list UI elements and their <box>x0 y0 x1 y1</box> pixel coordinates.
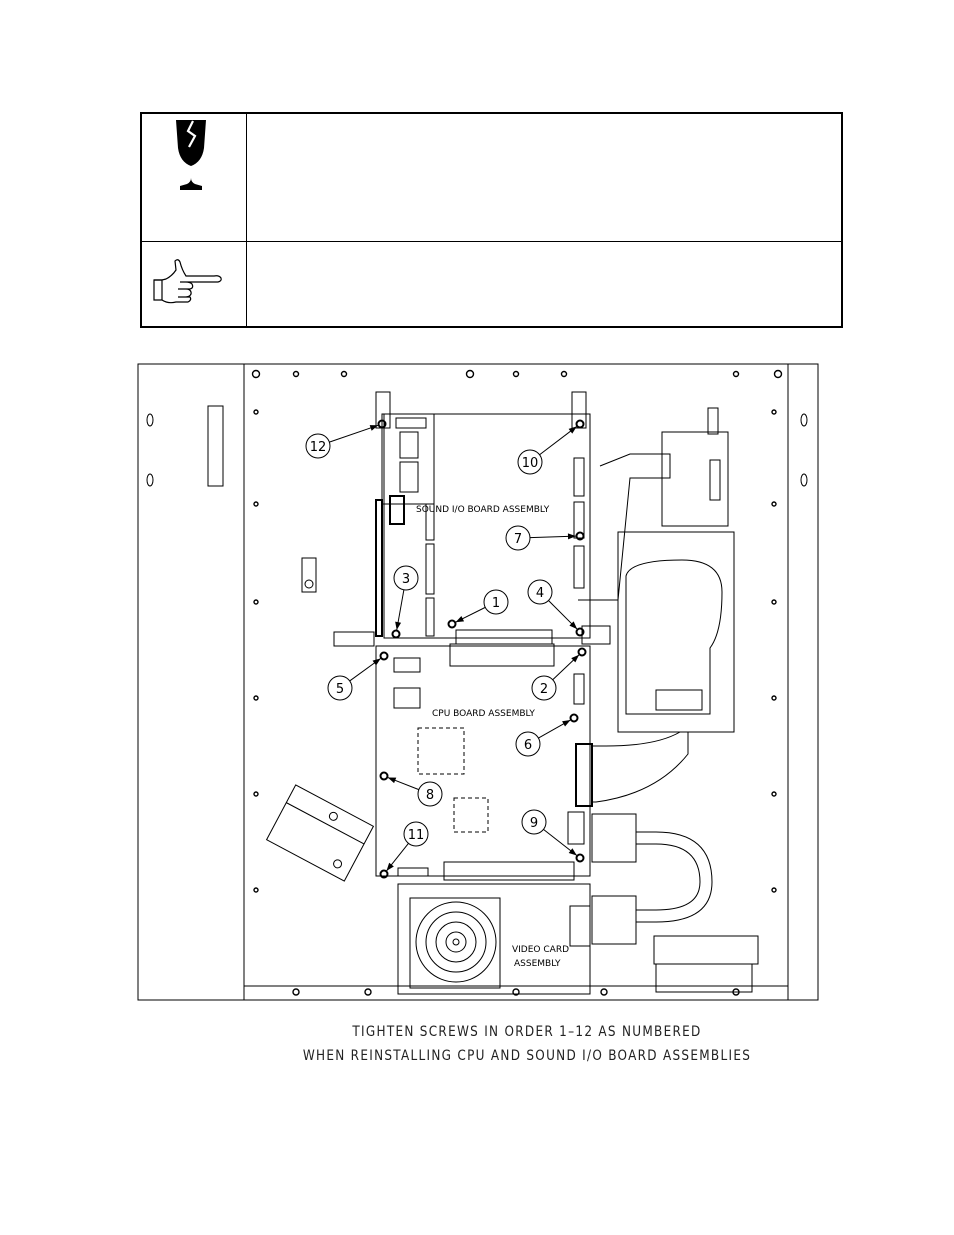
callout-bubble-6 <box>515 731 541 757</box>
screw-callout-3: 3 <box>391 565 419 639</box>
caution-icon-cell <box>142 114 247 241</box>
screw-callout-9: 9 <box>521 809 585 863</box>
callout-number-1: 1 <box>492 596 500 611</box>
caution-row <box>142 114 841 242</box>
pointing-hand-icon <box>153 259 222 304</box>
screw-9 <box>575 853 585 863</box>
callout-number-4: 4 <box>536 586 544 601</box>
caution-text <box>247 114 841 241</box>
sound-board-label: SOUND I/O BOARD ASSEMBLY <box>416 505 550 515</box>
screw-3 <box>391 629 401 639</box>
screw-callout-6: 6 <box>515 713 579 757</box>
left-bracket <box>265 784 375 882</box>
screw-callout-11: 11 <box>379 821 429 879</box>
screw-callout-10: 10 <box>517 419 585 475</box>
callout-bubble-1 <box>483 589 509 615</box>
screw-11 <box>379 869 389 879</box>
screw-7 <box>575 531 585 541</box>
video-card-label-2: ASSEMBLY <box>514 959 561 969</box>
drive-assembly <box>575 407 735 807</box>
note-icon-cell <box>142 242 247 326</box>
callout-bubble-2 <box>531 675 557 701</box>
callout-bubble-7 <box>505 525 531 551</box>
screw-1 <box>447 619 457 629</box>
screw-callout-4: 4 <box>527 579 585 637</box>
callout-number-9: 9 <box>530 816 538 831</box>
board-assembly-diagram: SOUND I/O BOARD ASSEMBLY CPU BOARD ASSEM… <box>137 363 819 1001</box>
screw-4 <box>575 627 585 637</box>
callout-bubble-12 <box>305 433 331 459</box>
callout-number-12: 12 <box>310 440 327 455</box>
screw-callout-7: 7 <box>505 525 585 551</box>
screw-callout-5: 5 <box>327 651 389 701</box>
screw-callout-2: 2 <box>531 647 587 701</box>
screw-5 <box>379 651 389 661</box>
caption-line-2: WHEN REINSTALLING CPU AND SOUND I/O BOAR… <box>302 1048 752 1064</box>
callout-number-8: 8 <box>426 788 434 803</box>
callout-number-11: 11 <box>408 828 425 843</box>
cpu-board <box>375 645 591 881</box>
cpu-board-label: CPU BOARD ASSEMBLY <box>432 709 535 719</box>
video-card-assembly <box>397 883 591 995</box>
note-row <box>142 242 841 326</box>
callout-bubble-5 <box>327 675 353 701</box>
callout-bubble-4 <box>527 579 553 605</box>
screw-2 <box>577 647 587 657</box>
screw-10 <box>575 419 585 429</box>
cable-loop <box>591 813 759 993</box>
screw-12 <box>377 419 387 429</box>
callout-bubble-3 <box>393 565 419 591</box>
video-card-label-1: VIDEO CARD <box>512 945 569 955</box>
callout-number-3: 3 <box>402 572 410 587</box>
notice-table <box>140 112 843 328</box>
callout-bubble-8 <box>417 781 443 807</box>
screw-6 <box>569 713 579 723</box>
callout-bubble-10 <box>517 449 543 475</box>
callout-number-7: 7 <box>514 532 522 547</box>
fragile-glass-icon <box>176 120 206 190</box>
callout-number-10: 10 <box>522 456 539 471</box>
callout-number-5: 5 <box>336 682 344 697</box>
screw-callout-8: 8 <box>379 771 443 807</box>
callout-number-6: 6 <box>524 738 532 753</box>
note-text <box>247 242 841 326</box>
callout-bubble-9 <box>521 809 547 835</box>
callout-bubble-11 <box>403 821 429 847</box>
screw-callout-1: 1 <box>447 589 509 629</box>
chassis-panel <box>243 363 789 1001</box>
caption-line-1: TIGHTEN SCREWS IN ORDER 1–12 AS NUMBERED <box>352 1024 702 1040</box>
callout-number-2: 2 <box>540 682 548 697</box>
screw-callout-12: 12 <box>305 419 387 459</box>
screw-8 <box>379 771 389 781</box>
sound-io-board <box>333 391 611 667</box>
chassis-outline <box>137 363 819 1001</box>
